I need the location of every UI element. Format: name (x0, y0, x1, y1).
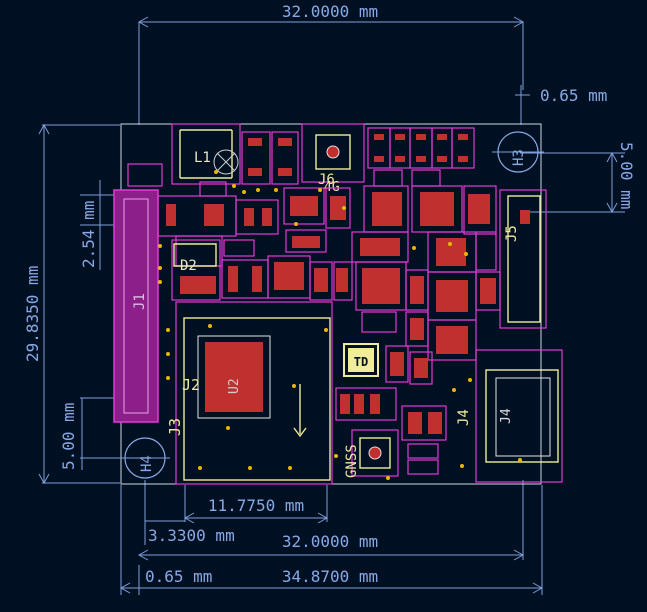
logo-mark (343, 343, 379, 377)
via-layer (158, 170, 522, 480)
j5-label: J5 (504, 225, 520, 242)
antenna-connector-j6[interactable] (301, 123, 365, 183)
d2-label: D2 (180, 258, 197, 274)
module-j2[interactable] (175, 301, 333, 485)
dim-bottom-offset: 0.65 mm (145, 567, 212, 586)
connector-j1[interactable] (113, 189, 159, 423)
j1-label: J1 (132, 293, 148, 310)
mounting-hole-h3[interactable] (492, 131, 544, 173)
top-row-components (127, 127, 475, 197)
dim-left-bottom: 5.00 mm (59, 403, 78, 470)
u2-label: U2 (227, 378, 242, 394)
dim-pitch-left: 2.54 mm (79, 201, 98, 268)
dim-right-height: 5.00 mm (617, 142, 636, 209)
dim-offset-right: 0.65 mm (540, 86, 607, 105)
mounting-hole-h4[interactable] (120, 437, 170, 479)
dim-bottom-width: 32.0000 mm (282, 532, 378, 551)
connector-j4[interactable] (475, 349, 563, 483)
j4-inner-label: J4 (499, 408, 514, 424)
gnss-label: GNSS (344, 444, 360, 478)
dim-top-width: 32.0000 mm (282, 2, 378, 21)
j3-label: J3 (166, 418, 184, 436)
lower-center-components (335, 345, 447, 475)
h4-label: H4 (139, 455, 155, 472)
j4-label: J4 (456, 409, 472, 426)
diode-d2[interactable] (171, 239, 221, 301)
mid-upper-components (157, 185, 497, 273)
inductor-l1[interactable] (171, 123, 241, 185)
dim-j2-width: 11.7750 mm (208, 496, 304, 515)
dim-j3-offset: 3.3300 mm (148, 526, 235, 545)
gnss-antenna-connector[interactable] (351, 429, 399, 477)
l1-label: L1 (194, 150, 211, 166)
logo-text: TD (354, 355, 368, 369)
dim-left-height: 29.8350 mm (23, 266, 42, 362)
dim-total-width: 34.8700 mm (282, 567, 378, 586)
j2-label: J2 (182, 376, 200, 394)
j6-label: J6 (318, 172, 335, 188)
connector-j5[interactable] (499, 189, 547, 329)
dimension-layer (38, 16, 625, 595)
h3-label: H3 (511, 149, 527, 166)
mid-row-components (221, 255, 501, 361)
